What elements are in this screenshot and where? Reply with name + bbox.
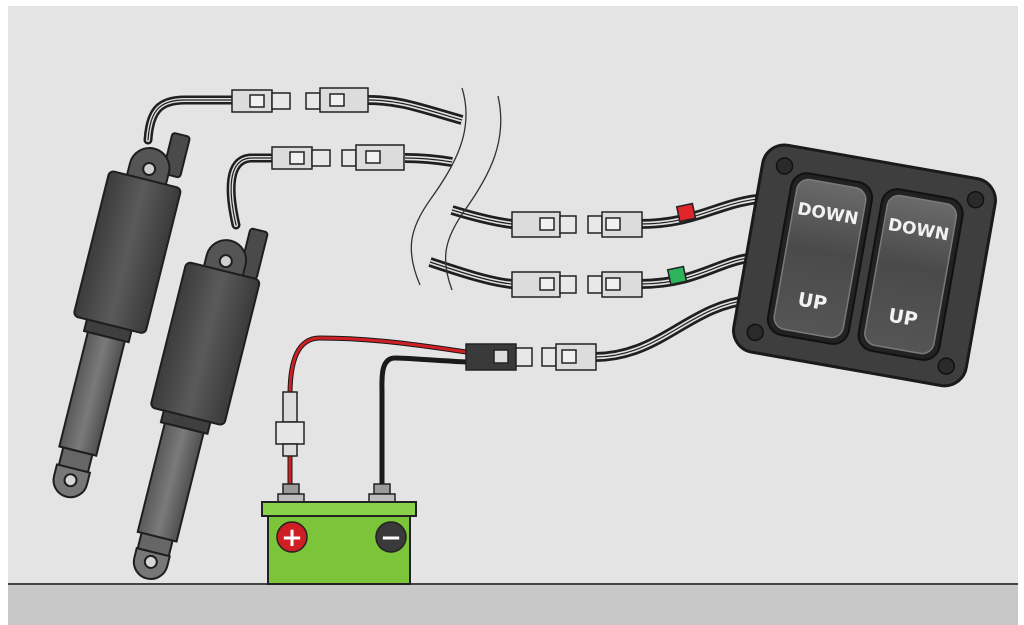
- actuator-1-cable: [143, 95, 237, 145]
- linear-actuator-1: [52, 132, 191, 499]
- inline-fuse-icon: [275, 391, 305, 457]
- extension-wire-2: [404, 153, 453, 167]
- rocker-switch-2[interactable]: DOWN UP: [856, 187, 965, 363]
- red-indicator-band: [675, 202, 697, 223]
- screw-icon: [746, 323, 764, 342]
- positive-symbol-icon: [276, 521, 308, 553]
- negative-symbol: −: [380, 523, 402, 553]
- connector-icon: [511, 271, 643, 298]
- battery: + −: [261, 483, 417, 585]
- negative-wire: [379, 355, 469, 495]
- negative-symbol-icon: [375, 521, 407, 553]
- connector-icon: [231, 87, 369, 113]
- rocker-2-up-label: UP: [887, 304, 920, 331]
- rocker-1-up-label: UP: [796, 289, 829, 316]
- rocker-switch-1[interactable]: DOWN UP: [765, 171, 874, 347]
- positive-symbol: +: [281, 523, 303, 553]
- positive-terminal: [282, 483, 300, 495]
- screw-icon: [775, 157, 794, 175]
- actuator-2-cable: [226, 153, 277, 230]
- negative-terminal: [373, 483, 391, 495]
- switch-panel: DOWN UP DOWN UP: [732, 143, 997, 388]
- extension-wire-3: [450, 205, 513, 229]
- connector-icon: [511, 211, 643, 238]
- floor: [8, 584, 1018, 625]
- extension-wire-4: [428, 257, 513, 289]
- screw-icon: [966, 190, 985, 209]
- switch-wire-1: [639, 193, 771, 229]
- power-connector-icon: [465, 343, 597, 371]
- connector-icon: [271, 144, 405, 171]
- linear-actuator-2: [132, 227, 269, 580]
- extension-wire-1: [367, 95, 464, 125]
- switch-power-wire: [594, 295, 751, 362]
- green-indicator-band: [666, 265, 688, 286]
- wire-break-icon: [410, 87, 502, 291]
- screw-icon: [937, 357, 955, 375]
